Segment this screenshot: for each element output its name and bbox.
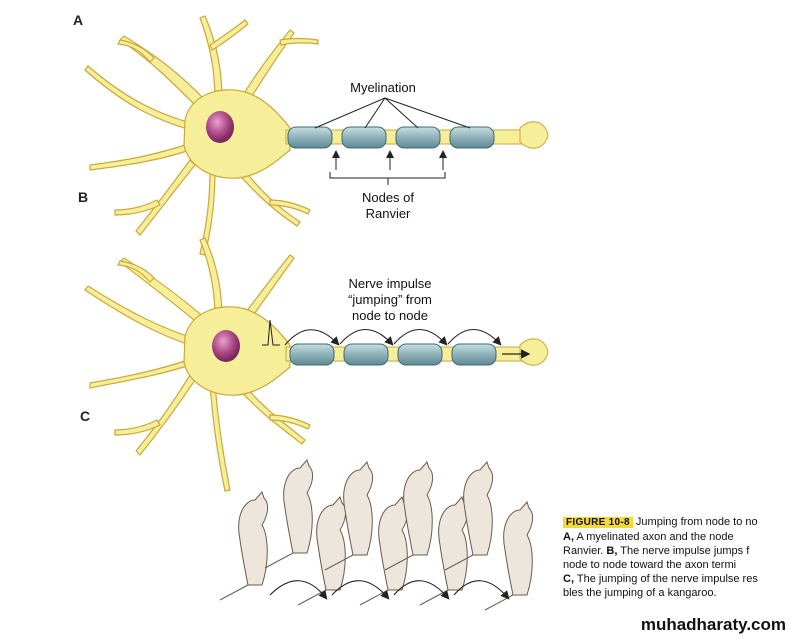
impulse-label-line3: node to node — [352, 308, 428, 323]
kangaroo-jump-arcs — [269, 580, 510, 600]
myelin-segment — [289, 343, 335, 366]
caption-line: node to node toward the axon termi — [563, 559, 737, 571]
myelin-segment — [287, 126, 333, 149]
caption-text: The jumping of the nerve impulse res — [574, 573, 758, 585]
jump-arcs — [284, 329, 502, 346]
impulse-spike — [262, 319, 280, 346]
myelination-label: Myelination — [350, 80, 416, 95]
nodes-of-ranvier-label: Nodes of Ranvier — [338, 190, 438, 222]
caption-text: The nerve impulse jumps f — [617, 545, 750, 557]
dendrites-bottom — [84, 237, 311, 492]
myelin-segment — [395, 126, 441, 149]
nucleus-top — [206, 111, 234, 143]
caption-text: Ranvier. — [563, 545, 607, 557]
figure-caption: FIGURE 10-8 Jumping from node to no A, A… — [563, 515, 792, 600]
kangaroo-icon — [444, 461, 494, 571]
kangaroo-illustration — [219, 459, 534, 611]
panel-label-c: C — [80, 408, 91, 424]
panel-label-b: B — [78, 189, 89, 205]
myelin-segment — [397, 343, 443, 366]
impulse-label-line2: “jumping” from — [348, 292, 432, 307]
nodes-label-line2: Ranvier — [365, 206, 411, 221]
nodes-label-line1: Nodes of — [361, 190, 415, 205]
caption-line: A, A myelinated axon and the node — [563, 530, 792, 544]
myelination-pointers — [314, 97, 471, 129]
myelin-segment — [341, 126, 387, 149]
kangaroo-icon — [219, 491, 269, 601]
axon-terminal-bottom — [519, 338, 549, 366]
caption-line: C, The jumping of the nerve impulse res — [563, 572, 792, 586]
caption-bold-c: C, — [563, 573, 574, 585]
panel-label-a: A — [73, 12, 84, 28]
caption-bold-b: B, — [606, 545, 618, 557]
watermark-text: muhadharaty.com — [640, 615, 786, 634]
kangaroo-icon — [324, 461, 374, 571]
caption-bold-a: A, — [563, 531, 574, 543]
dendrites-top — [84, 15, 319, 256]
cell-body-top — [183, 89, 291, 179]
myelin-segment — [451, 343, 497, 366]
caption-line: bles the jumping of a kangaroo. — [563, 587, 717, 599]
nerve-impulse-label: Nerve impulse “jumping” from node to nod… — [330, 276, 450, 324]
neuron-top — [84, 15, 549, 256]
node-arrows — [329, 150, 447, 185]
figure-tag: FIGURE 10-8 — [563, 517, 633, 528]
nucleus-bottom — [212, 330, 240, 362]
kangaroo-icon — [264, 459, 314, 569]
caption-text: Jumping from node to no — [632, 516, 758, 528]
myelin-segment — [343, 343, 389, 366]
neuron-bottom — [84, 237, 549, 492]
kangaroo-icon — [384, 461, 434, 571]
caption-line: Ranvier. B, The nerve impulse jumps f — [563, 544, 792, 558]
myelin-segment — [449, 126, 495, 149]
caption-line: FIGURE 10-8 Jumping from node to no — [563, 515, 792, 530]
axon-terminal-top — [519, 121, 549, 149]
impulse-label-line1: Nerve impulse — [348, 276, 432, 291]
caption-text: A myelinated axon and the node — [574, 531, 734, 543]
kangaroo-icon — [419, 496, 469, 606]
